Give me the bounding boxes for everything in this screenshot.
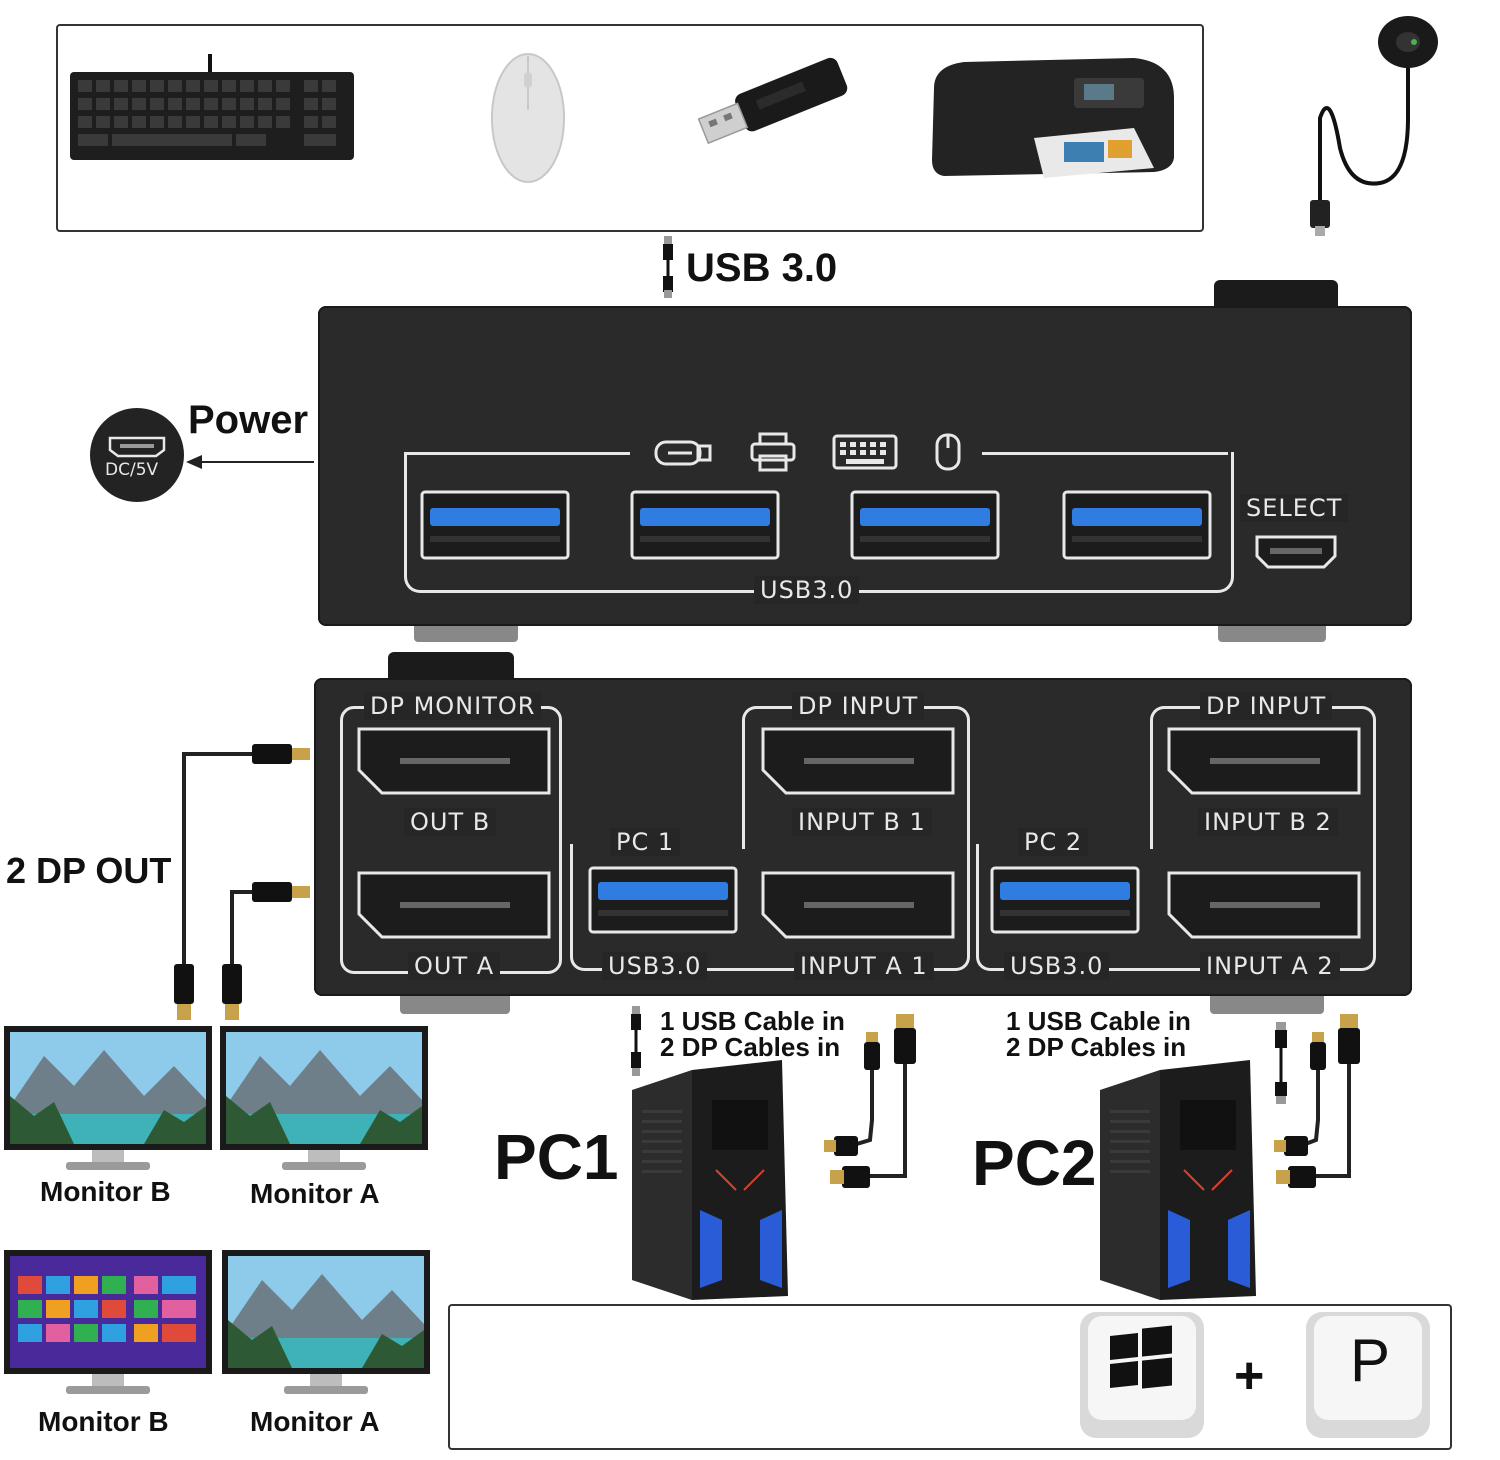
pc1-group-label: PC 1 (610, 828, 681, 856)
mouse-icon (488, 50, 568, 185)
dp-out-cables-icon (168, 740, 314, 1022)
two-dp-out-label: 2 DP OUT (6, 850, 172, 891)
usb-2-label: USB3.0 (1004, 952, 1110, 980)
front-usb-group-top-right (982, 452, 1228, 455)
pc1-cable-line2: 2 DP Cables in (660, 1032, 841, 1062)
power-label: Power (188, 398, 309, 442)
pc2-group-outline (976, 844, 1376, 971)
input-b1-label: INPUT B 1 (792, 808, 932, 836)
front-usb-label: USB3.0 (754, 576, 860, 604)
monitor-a-top (220, 1026, 428, 1176)
dc5v-label: DC/5V (105, 460, 159, 480)
input-b2-label: INPUT B 2 (1198, 808, 1338, 836)
pc2-label: PC2 (972, 1127, 1097, 1199)
dp-out-a-port[interactable] (356, 870, 552, 940)
dp-input-b1-port[interactable] (760, 726, 956, 796)
pc1-label: PC1 (494, 1121, 619, 1193)
wired-remote-switch-icon (1300, 8, 1450, 240)
monitor-b-bottom (4, 1250, 212, 1400)
input-a2-label: INPUT A 2 (1200, 952, 1340, 980)
monitor-a-top-label: Monitor A (250, 1178, 380, 1209)
dp-out-b-port[interactable] (356, 726, 552, 796)
keyboard-symbol-icon (832, 434, 898, 470)
pc1-dp-cables-icon (820, 1010, 920, 1190)
hotkey-box (448, 1304, 1452, 1450)
p-key-label: P (1350, 1327, 1391, 1394)
pc2-usb-port[interactable] (990, 866, 1140, 934)
dp-input-b2-port[interactable] (1166, 726, 1362, 796)
monitor-b-top (4, 1026, 212, 1176)
pc2-cables-icon (1264, 1010, 1374, 1190)
back-foot-right (1210, 996, 1324, 1014)
usb-1-label: USB3.0 (602, 952, 708, 980)
windows-key-icon (1078, 1310, 1206, 1440)
pc2-cable-line1: 1 USB Cable in (1006, 1006, 1191, 1036)
bottom-foot-right (1218, 626, 1326, 642)
monitor-b-bottom-label: Monitor B (38, 1406, 169, 1437)
monitor-a-bottom-label: Monitor A (250, 1406, 380, 1437)
usb-drive-icon (678, 54, 858, 154)
dp-input-a2-port[interactable] (1166, 870, 1362, 940)
monitor-a-bottom (222, 1250, 430, 1400)
input-a1-label: INPUT A 1 (794, 952, 934, 980)
p-key-icon (1304, 1310, 1432, 1440)
monitor-b-top-label: Monitor B (40, 1176, 171, 1207)
select-port[interactable] (1254, 534, 1338, 570)
dc-power-port-icon (90, 408, 184, 502)
usb-cable-icon (658, 236, 678, 298)
bottom-foot-left (414, 626, 518, 642)
pc1-cable-line1: 1 USB Cable in (660, 1006, 845, 1036)
out-b-label: OUT B (404, 808, 497, 836)
keyboard-icon (68, 54, 358, 164)
out-a-label: OUT A (408, 952, 501, 980)
front-usb-port-3[interactable] (850, 490, 1000, 560)
usb-drive-symbol-icon (654, 436, 714, 470)
peripherals-box (56, 24, 1204, 232)
dp-input-1-label: DP INPUT (792, 692, 925, 720)
dp-input-2-label: DP INPUT (1200, 692, 1333, 720)
pc2-cable-line2: 2 DP Cables in (1006, 1032, 1187, 1062)
back-foot-left (400, 996, 510, 1014)
pc2-tower-icon (1100, 1060, 1260, 1300)
pc1-usb-cable-icon (628, 1006, 644, 1076)
mouse-symbol-icon (934, 432, 962, 472)
front-usb-group-top-left (404, 452, 630, 455)
select-label: SELECT (1240, 494, 1349, 522)
usb30-top-label: USB 3.0 (686, 246, 838, 290)
pc1-tower-icon (632, 1060, 792, 1300)
back-top-knob (388, 652, 514, 680)
dp-input-a1-port[interactable] (760, 870, 956, 940)
pc2-group-label: PC 2 (1018, 828, 1089, 856)
dp-monitor-label: DP MONITOR (364, 692, 542, 720)
front-usb-port-1[interactable] (420, 490, 570, 560)
top-foot-right (1214, 280, 1338, 308)
front-usb-port-4[interactable] (1062, 490, 1212, 560)
pc1-usb-port[interactable] (588, 866, 738, 934)
plus-label: + (1234, 1347, 1265, 1405)
power-arrow-icon (186, 452, 316, 472)
front-usb-port-2[interactable] (630, 490, 780, 560)
printer-symbol-icon (750, 432, 796, 472)
printer-icon (924, 48, 1184, 188)
pc1-group-outline (570, 844, 970, 971)
